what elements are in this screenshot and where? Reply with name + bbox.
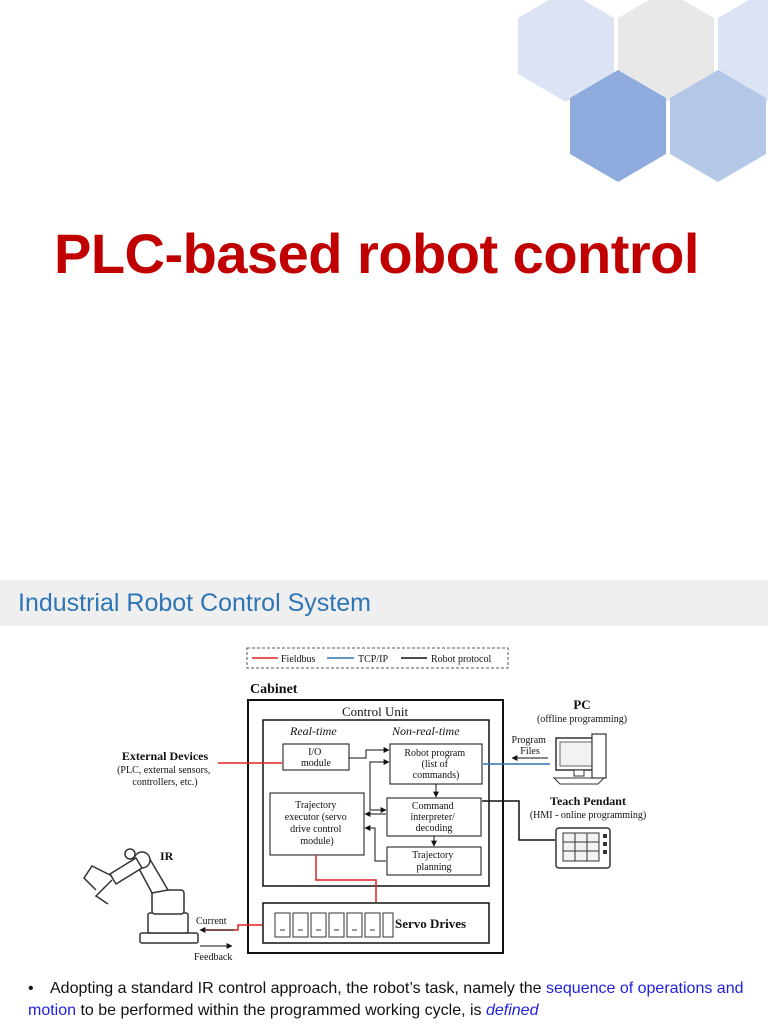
legend-tcpip-label: TCP/IP — [358, 654, 388, 665]
slide-header-bar: Industrial Robot Control System — [0, 580, 768, 626]
servo-unit-6 — [364, 912, 381, 938]
ir-label: IR — [160, 849, 174, 863]
control-system-diagram: Fieldbus TCP/IP Robot protocol Cabinet C… — [83, 647, 646, 963]
servo-unit-5 — [346, 912, 363, 938]
teach-pendant-sub-label: (HMI - online programming) — [530, 810, 646, 821]
bullet-highlight-sequence: sequence of operations and motion — [28, 980, 744, 1019]
teach-pendant-icon — [555, 827, 611, 869]
hexagon-soft-blue — [670, 70, 766, 182]
external-devices-label: External Devices — [122, 749, 209, 763]
robot-program-line1: Robot program — [404, 748, 465, 759]
teach-pendant-label: Teach Pendant — [550, 794, 626, 808]
cabinet-label: Cabinet — [250, 682, 298, 697]
trajectory-executor-line1: Trajectory — [295, 800, 336, 811]
servo-unit-3 — [310, 912, 327, 938]
robot-program-line3: commands) — [413, 770, 460, 781]
servo-unit-4 — [328, 912, 345, 938]
legend: Fieldbus TCP/IP Robot protocol — [246, 647, 509, 669]
slide-header-title: Industrial Robot Control System — [18, 589, 371, 617]
hexagon-light-right — [718, 0, 768, 102]
command-interpreter-line3: decoding — [416, 823, 453, 834]
trajectory-planning-line2: planning — [417, 862, 452, 873]
command-interpreter-box — [386, 797, 482, 837]
trajectory-executor-line3: drive control — [290, 824, 342, 835]
arrow-io-to-program — [349, 747, 390, 759]
bullet-dot: • — [28, 980, 34, 997]
slide-title: PLC-based robot control — [54, 222, 699, 285]
servo-drive-units — [274, 912, 394, 938]
svg-text:I/O module: I/O module — [301, 747, 332, 769]
hexagon-light-left — [518, 0, 614, 102]
trajectory-executor-box — [269, 792, 365, 856]
hexagon-mid-blue — [570, 70, 666, 182]
svg-text:Command interpreter/: Command interpreter/ decoding — [411, 801, 458, 834]
cabinet-box — [247, 699, 504, 954]
servo-unit-2 — [292, 912, 309, 938]
svg-text:Program Files: Program Files — [512, 735, 549, 757]
svg-text:Trajectory executor (ser: Trajectory executor (servo drive control… — [285, 800, 349, 847]
program-files-line2: Files — [520, 746, 540, 757]
servo-unit-1 — [274, 912, 291, 938]
non-real-time-label: Non-real-time — [391, 724, 460, 738]
feedback-label: Feedback — [194, 952, 232, 963]
current-label: Current — [196, 916, 227, 927]
svg-text:Robot program (list of: Robot program (list of commands) — [404, 748, 467, 781]
content-slide: Industrial Robot Control System Fieldbus… — [0, 568, 768, 1024]
svg-text:(PLC, external sensors,: (PLC, external sensors, controllers, etc… — [117, 765, 213, 788]
io-module-box — [282, 743, 350, 771]
hexagon-decoration — [518, 0, 768, 182]
fieldbus-executor-to-servo — [315, 855, 377, 902]
servo-drives-label: Servo Drives — [395, 916, 466, 931]
trajectory-planning-line1: Trajectory — [412, 850, 453, 861]
external-devices-sub-line1: (PLC, external sensors, — [117, 765, 210, 776]
pc-sub-label: (offline programming) — [537, 714, 627, 725]
trajectory-executor-line4: module) — [300, 836, 333, 847]
command-interpreter-line1: Command — [412, 801, 454, 812]
robot-arm-icon — [83, 848, 199, 944]
program-files-line1: Program — [512, 735, 547, 746]
robot-program-line2: (list of — [422, 759, 449, 770]
pc-icon — [552, 733, 607, 785]
svg-text:Trajectory planning: Trajectory planning — [412, 850, 456, 873]
io-module-line1: I/O — [308, 747, 321, 758]
pc-label: PC — [573, 697, 590, 712]
servo-drives-box — [262, 902, 490, 944]
legend-robot-protocol-label: Robot protocol — [431, 654, 491, 665]
title-slide: PLC-based robot control — [54, 0, 768, 285]
bullet-text-1: Adopting a standard IR control approach,… — [50, 980, 546, 997]
trajectory-planning-box — [386, 846, 482, 876]
robot-protocol-pendant-link — [482, 800, 555, 841]
hexagon-grey — [618, 0, 714, 102]
io-module-line2: module — [301, 758, 332, 769]
bullet-highlight-defined: defined — [485, 1002, 539, 1019]
real-time-label: Real-time — [289, 724, 337, 738]
bullet-text-2: to be performed within the programmed wo… — [76, 1002, 486, 1019]
arrow-program-to-io — [369, 759, 390, 813]
servo-unit-7 — [382, 912, 394, 938]
legend-fieldbus-label: Fieldbus — [281, 654, 316, 665]
command-interpreter-line2: interpreter/ — [411, 812, 456, 823]
control-unit-label: Control Unit — [342, 704, 408, 719]
bullet-paragraph: • Adopting a standard IR control approach… — [28, 978, 758, 1022]
trajectory-executor-line2: executor (servo — [285, 812, 347, 823]
arrow-planning-to-executor — [364, 825, 386, 862]
external-devices-sub-line2: controllers, etc.) — [132, 777, 197, 788]
